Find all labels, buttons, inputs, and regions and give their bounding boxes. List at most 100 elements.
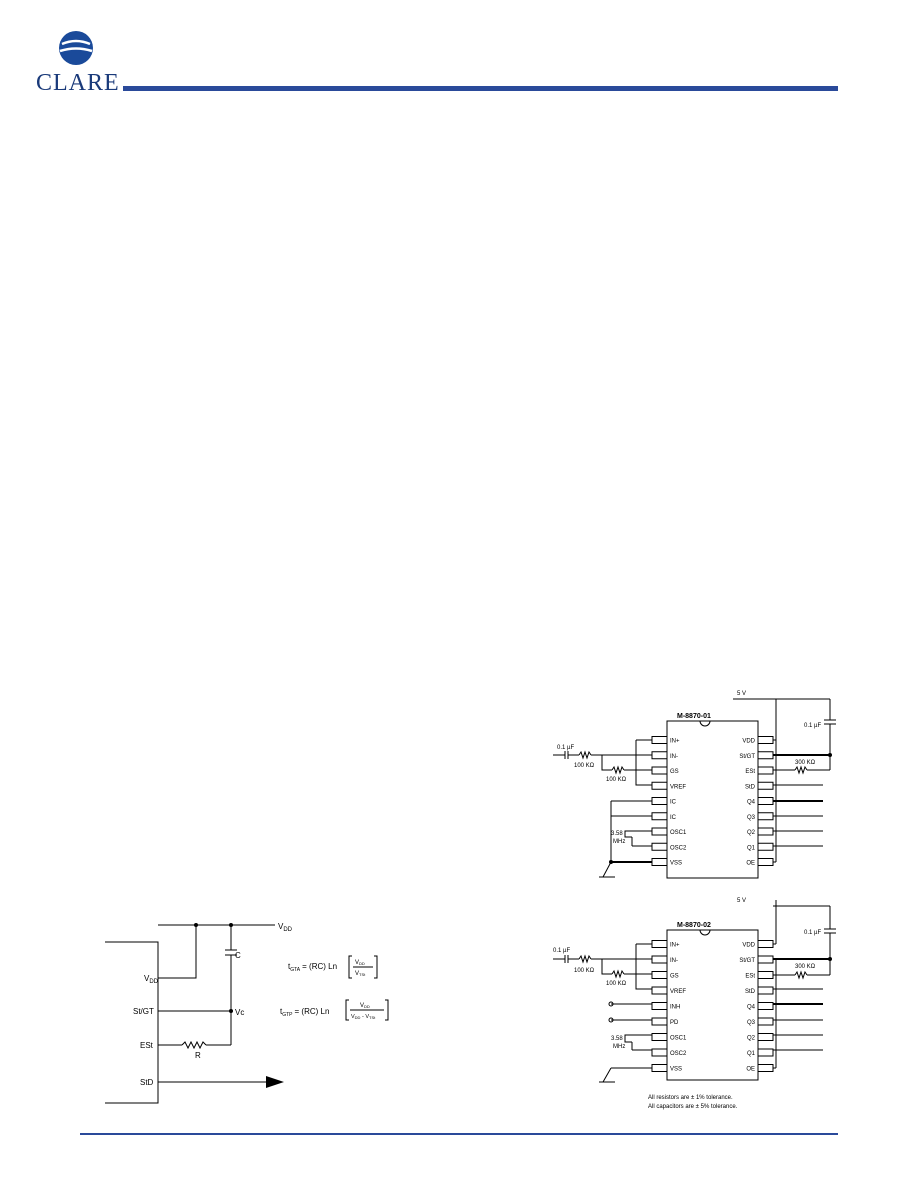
c2-left-pin-label: VREF (670, 989, 686, 995)
c1-left-pin-label: VREF (670, 784, 686, 790)
c2-cap-vdd-label: 0.1 µF (804, 930, 821, 936)
brand-name: CLARE (36, 70, 120, 96)
c2-left-pin-box (651, 1033, 668, 1041)
c2-left-pin-label: VSS (670, 1067, 682, 1073)
c1-chip-name: M-8870-01 (677, 713, 711, 720)
c2-left-pin-box (651, 1017, 668, 1026)
c2-right-pin-box (757, 1033, 774, 1041)
c2-right-pin-box (757, 971, 774, 979)
c1-left-pin-label: IN+ (670, 739, 680, 745)
c1-right-pin-box (757, 766, 774, 775)
c2-right-pin-box (757, 986, 774, 995)
c1-right-pin-label: ESt (745, 769, 755, 775)
pin-est-label: ESt (140, 1041, 154, 1050)
c2-left-pin-box (651, 986, 668, 995)
c1-left-pin-label: GS (670, 769, 679, 775)
c2-right-pin-label: ESt (745, 974, 755, 980)
eq2-lhs: tGTP= (RC) Ln (280, 1007, 329, 1018)
cap-label: C (235, 951, 241, 960)
c2-left-pin-box (651, 1048, 668, 1057)
c2-right-pin-label: StD (745, 989, 756, 995)
c1-r-st-label: 300 KΩ (795, 760, 816, 766)
c1-left-pin-label: IN- (670, 754, 678, 760)
c2-right-pin-box (757, 1048, 774, 1057)
c2-right-pin-label: VDD (742, 943, 755, 949)
timing-diagram: VDD VDD St/GT ESt StD C Vc R (105, 922, 293, 1104)
eq2-den: VDD - VTSt (351, 1014, 376, 1020)
eq1-den: VTSt (355, 971, 366, 977)
c1-right-pin-box (757, 858, 774, 866)
c2-left-pin-box (651, 955, 668, 964)
vc-label: Vc (235, 1008, 244, 1017)
c1-crystal-label: 3.58 (611, 831, 623, 837)
c2-left-pin-label: IN+ (670, 943, 680, 949)
c2-left-pin-label: PD (670, 1020, 679, 1026)
vdd-label: VDD (278, 922, 293, 933)
c1-cap-vdd-label: 0.1 µF (804, 723, 821, 729)
res-label: R (195, 1051, 201, 1060)
c2-left-pin-box (651, 971, 668, 979)
c2-right-pin-label: Q2 (747, 1036, 756, 1042)
header-rule (123, 86, 838, 91)
c2-left-pin-box (651, 1002, 668, 1010)
c1-right-pin-box (757, 827, 774, 836)
c1-left-pin-label: IC (670, 815, 677, 821)
c1-left-pin-label: IC (670, 800, 677, 806)
c1-right-pin-box (757, 781, 774, 790)
c1-left-pin-box (651, 842, 668, 851)
eq1-num: VDD (355, 960, 365, 966)
footer-rule (80, 1133, 838, 1135)
c1-chip-body (666, 720, 759, 879)
c2-right-pin-label: Q1 (747, 1051, 756, 1057)
pin-stgt-label: St/GT (133, 1007, 154, 1016)
c2-left-pin-label: INH (670, 1005, 680, 1011)
c1-left-pin-box (651, 812, 668, 821)
c2-right-pin-box (757, 1017, 774, 1026)
c2-supply-label: 5 V (737, 898, 746, 904)
c1-r-gs-label: 100 KΩ (606, 777, 627, 783)
c2-left-pin-label: GS (670, 974, 679, 980)
c2-left-pin-label: IN- (670, 958, 678, 964)
circuit-m8870-02: 5 V 0.1 µF M-8870-02 IN+ IN- GS VREF INH PD OS… (553, 898, 836, 1110)
c1-right-pin-label: St/GT (739, 754, 755, 760)
c1-left-pin-box (651, 827, 668, 836)
c1-right-pin-label: Q1 (747, 845, 756, 851)
c2-left-pin-label: OSC1 (670, 1036, 687, 1042)
c2-crystal-label: 3.58 (611, 1036, 623, 1042)
c2-right-pin-box (757, 1002, 774, 1010)
c1-right-pin-label: Q4 (747, 800, 756, 806)
c1-left-pin-label: VSS (670, 861, 682, 867)
circuit-m8870-01: 5 V 0.1 µF M-8870-01 IN+ IN- GS VREF IC IC OSC… (553, 691, 836, 879)
c1-right-pin-box (757, 797, 774, 805)
c1-left-pin-label: OSC1 (670, 830, 687, 836)
c2-crystal-unit: MHz (613, 1044, 625, 1050)
eq2-num: VDD (360, 1003, 370, 1009)
c1-left-pin-box (651, 751, 668, 760)
c1-right-pin-label: OE (746, 861, 755, 867)
pin-std-label: StD (140, 1078, 154, 1087)
c2-chip-body (666, 929, 759, 1081)
c1-supply-label: 5 V (737, 691, 746, 697)
c1-right-pin-box (757, 842, 774, 851)
c2-r-st-label: 300 KΩ (795, 964, 816, 970)
c1-left-pin-box (651, 766, 668, 775)
c1-right-pin-box (757, 736, 774, 744)
std-arrow-icon (266, 1076, 284, 1088)
c1-left-pin-box (651, 858, 668, 866)
c2-r-in-label: 100 KΩ (574, 968, 595, 974)
timing-equations: tGTA= (RC) Ln VDD VTSt tGTP= (RC) Ln VDD… (280, 955, 389, 1021)
pin-vdd-label: VDD (144, 974, 159, 985)
c2-right-pin-label: Q3 (747, 1020, 756, 1026)
c2-r-gs-label: 100 KΩ (606, 981, 627, 987)
c2-left-pin-box (651, 1064, 668, 1072)
c2-right-pin-box (757, 1064, 774, 1072)
c2-left-pin-label: OSC2 (670, 1051, 687, 1057)
c1-left-pin-label: OSC2 (670, 845, 687, 851)
c2-chip-name: M-8870-02 (677, 922, 711, 929)
clare-logo-globe-icon (59, 31, 93, 65)
c2-left-pin-box (651, 940, 668, 948)
c2-right-pin-box (757, 940, 774, 948)
